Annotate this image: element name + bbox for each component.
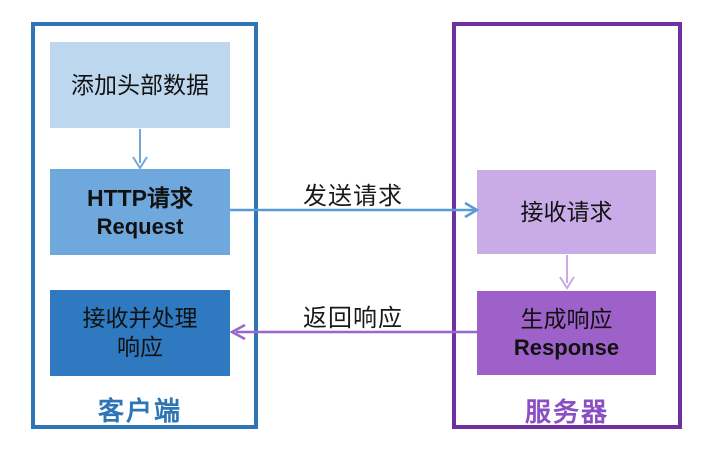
receive-process-line2: 响应 [117, 334, 163, 360]
http-request-box: HTTP请求 Request [50, 169, 230, 255]
add-header-data-label: 添加头部数据 [71, 71, 209, 98]
server-label: 服务器 [524, 397, 609, 427]
http-request-label-cn: HTTP请求 [86, 184, 194, 211]
receive-process-response-box: 接收并处理 响应 [50, 290, 230, 376]
receive-request-box: 接收请求 [477, 170, 656, 254]
receive-request-label: 接收请求 [520, 198, 613, 225]
client-label: 客户端 [97, 396, 182, 426]
http-request-label-en: Request [96, 213, 184, 239]
generate-response-box: 生成响应 Response [477, 291, 656, 375]
add-header-data-box: 添加头部数据 [50, 42, 230, 128]
send-request-arrow-label: 发送请求 [303, 183, 403, 210]
generate-response-label-cn: 生成响应 [520, 305, 613, 332]
return-response-arrow-label: 返回响应 [303, 305, 403, 332]
generate-response-label-en: Response [513, 334, 620, 360]
receive-process-line1: 接收并处理 [82, 305, 198, 332]
